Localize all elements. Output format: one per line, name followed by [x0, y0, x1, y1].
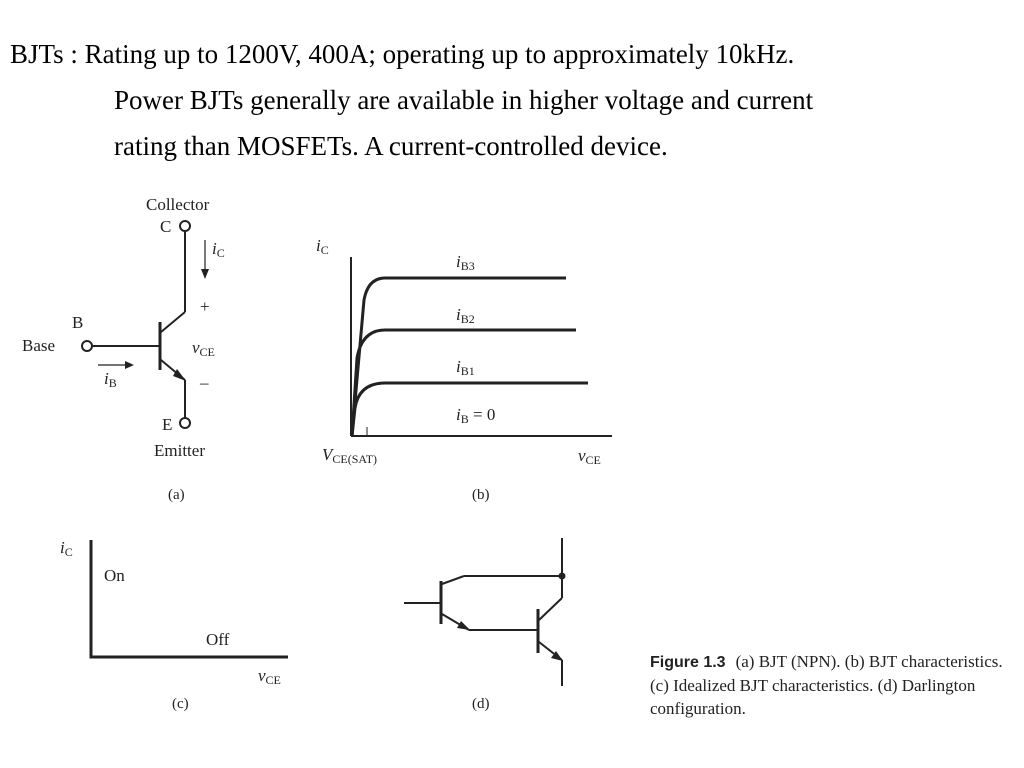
emitter-label: Emitter: [154, 441, 205, 460]
heading-line-2: Power BJTs generally are available in hi…: [114, 85, 814, 115]
minus-label: –: [199, 373, 209, 392]
b-label: B: [72, 313, 83, 332]
panel-d-darlington: [404, 538, 563, 686]
e-label: E: [162, 415, 172, 434]
ib-arrow-icon: [125, 361, 134, 369]
panel-b-axes: [350, 257, 612, 437]
figure-label: Figure 1.3: [650, 654, 726, 671]
vce-label-a: vCE: [192, 338, 215, 359]
off-label: Off: [206, 630, 230, 649]
tag-d: (d): [472, 696, 490, 712]
ib1-label: iB1: [456, 357, 475, 378]
base-label: Base: [22, 336, 55, 355]
vce-label-b: vCE: [578, 446, 601, 467]
ib3-label: iB3: [456, 252, 475, 273]
ic-arrow-icon: [201, 269, 209, 279]
figure-caption: Figure 1.3(a) BJT (NPN). (b) BJT charact…: [650, 650, 1020, 720]
heading-line-1: BJTs : Rating up to 1200V, 400A; operati…: [10, 39, 795, 69]
curve-ib3: [350, 276, 566, 437]
vce-label-c: vCE: [258, 666, 281, 687]
heading-text: BJTs : Rating up to 1200V, 400A; operati…: [10, 31, 1010, 169]
ib0-label: iB = 0: [456, 405, 495, 426]
ib2-label: iB2: [456, 305, 475, 326]
tag-c: (c): [172, 696, 189, 712]
q1-emitter-arrow-icon: [457, 621, 470, 630]
emitter-terminal: [179, 417, 191, 429]
caption-text: (a) BJT (NPN). (b) BJT characteristics. …: [650, 652, 1003, 718]
on-label: On: [104, 566, 125, 585]
ic-label-c: iC: [60, 538, 73, 559]
panel-a-bjt-symbol: [81, 220, 206, 429]
c-label: C: [160, 217, 171, 236]
panel-c-characteristic: [89, 540, 288, 659]
ic-label-b: iC: [316, 236, 329, 257]
curve-ib1: [350, 381, 588, 437]
panel-b-curves: [350, 276, 588, 437]
tag-a: (a): [168, 487, 185, 503]
ic-label-a: iC: [212, 239, 225, 260]
collector-terminal: [179, 220, 191, 232]
collector-label: Collector: [146, 195, 210, 214]
ideal-characteristic-line: [89, 540, 288, 659]
ib-label-a: iB: [104, 369, 117, 390]
vcesat-label: VCE(SAT): [322, 445, 377, 466]
base-terminal: [81, 340, 93, 352]
q2-emitter-arrow-icon: [551, 651, 563, 661]
junction-dot: [558, 572, 566, 580]
plus-label: +: [200, 297, 210, 316]
emitter-arrow-icon: [173, 369, 186, 381]
curve-ib2: [350, 328, 576, 437]
tag-b: (b): [472, 487, 490, 503]
heading-line-3: rating than MOSFETs. A current-controlle…: [114, 131, 668, 161]
